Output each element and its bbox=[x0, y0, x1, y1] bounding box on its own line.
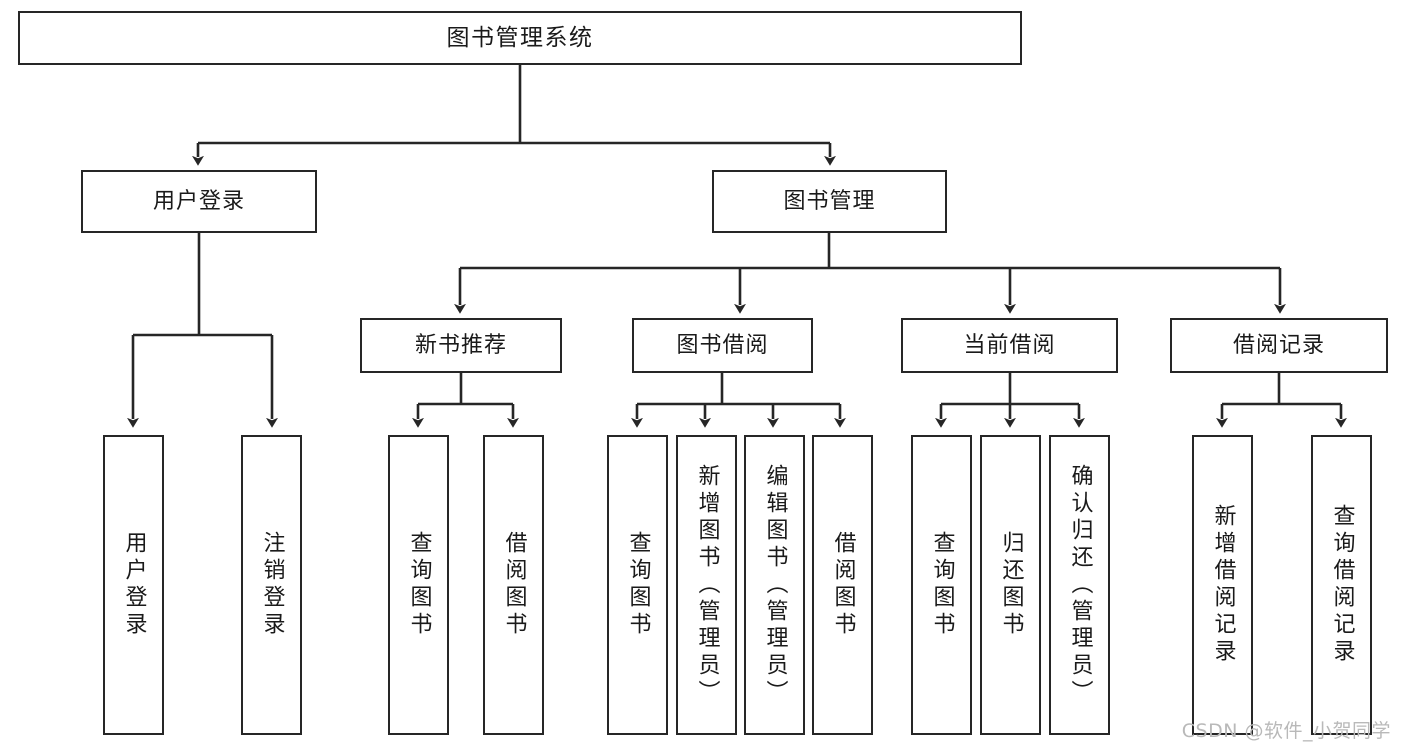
leaf-user-login[interactable]: 用户登录 bbox=[103, 435, 164, 735]
node-label: 查询图书 bbox=[625, 531, 651, 639]
node-borrow-record[interactable]: 借阅记录 bbox=[1170, 318, 1388, 373]
leaf-query-borrow-record[interactable]: 查询借阅记录 bbox=[1311, 435, 1372, 735]
leaf-query-book-borrow[interactable]: 查询图书 bbox=[607, 435, 668, 735]
node-user-login[interactable]: 用户登录 bbox=[81, 170, 317, 233]
node-label: 确认归还（管理员） bbox=[1067, 463, 1093, 707]
node-label: 当前借阅 bbox=[963, 332, 1056, 358]
leaf-add-book-admin[interactable]: 新增图书（管理员） bbox=[676, 435, 737, 735]
node-label: 借阅记录 bbox=[1232, 332, 1325, 358]
node-new-book-recommend[interactable]: 新书推荐 bbox=[360, 318, 562, 373]
csdn-watermark: CSDN @软件_小贺同学 bbox=[1181, 720, 1391, 742]
node-current-borrow[interactable]: 当前借阅 bbox=[901, 318, 1118, 373]
node-label: 新增借阅记录 bbox=[1210, 504, 1236, 666]
node-label: 编辑图书（管理员） bbox=[762, 463, 788, 707]
leaf-query-book-current[interactable]: 查询图书 bbox=[911, 435, 972, 735]
node-label: 图书管理 bbox=[783, 188, 876, 214]
node-book-borrow[interactable]: 图书借阅 bbox=[632, 318, 813, 373]
node-label: 归还图书 bbox=[998, 531, 1024, 639]
node-label: 查询图书 bbox=[929, 531, 955, 639]
leaf-add-borrow-record[interactable]: 新增借阅记录 bbox=[1192, 435, 1253, 735]
node-label: 查询借阅记录 bbox=[1329, 504, 1355, 666]
node-label: 用户登录 bbox=[121, 531, 147, 639]
node-label: 借阅图书 bbox=[830, 531, 856, 639]
leaf-return-book[interactable]: 归还图书 bbox=[980, 435, 1041, 735]
node-label: 用户登录 bbox=[152, 188, 245, 214]
leaf-query-book-recommend[interactable]: 查询图书 bbox=[388, 435, 449, 735]
node-label: 查询图书 bbox=[406, 531, 432, 639]
node-root-system[interactable]: 图书管理系统 bbox=[18, 11, 1022, 65]
node-label: 注销登录 bbox=[259, 531, 285, 639]
node-label: 图书借阅 bbox=[676, 332, 769, 358]
node-book-management[interactable]: 图书管理 bbox=[712, 170, 947, 233]
leaf-edit-book-admin[interactable]: 编辑图书（管理员） bbox=[744, 435, 805, 735]
node-label: 借阅图书 bbox=[501, 531, 527, 639]
leaf-confirm-return-admin[interactable]: 确认归还（管理员） bbox=[1049, 435, 1110, 735]
leaf-logout[interactable]: 注销登录 bbox=[241, 435, 302, 735]
node-label: 图书管理系统 bbox=[446, 24, 594, 51]
leaf-borrow-book-recommend[interactable]: 借阅图书 bbox=[483, 435, 544, 735]
node-label: 新书推荐 bbox=[414, 332, 507, 358]
leaf-borrow-book[interactable]: 借阅图书 bbox=[812, 435, 873, 735]
node-label: 新增图书（管理员） bbox=[694, 463, 720, 707]
